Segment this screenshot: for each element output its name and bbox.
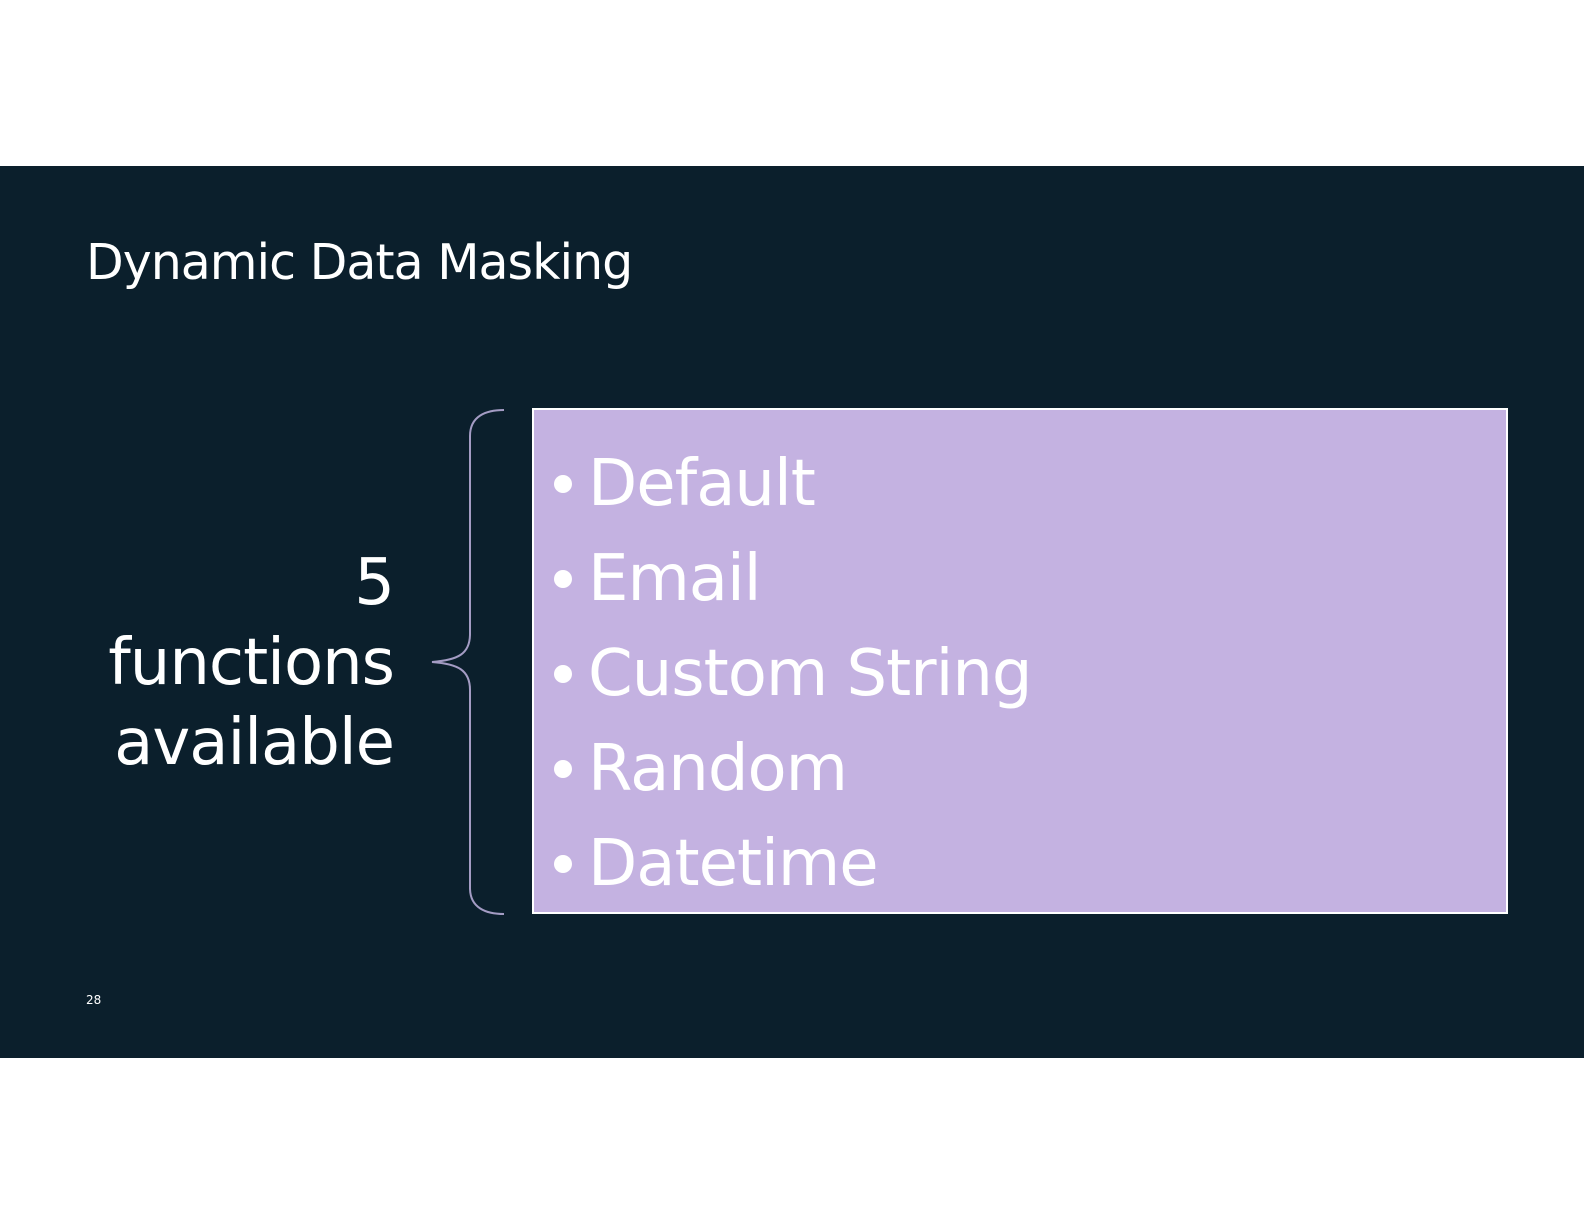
list-item: Default (554, 436, 1032, 531)
caption-line-available: available (114, 706, 395, 780)
bullet-icon (554, 474, 572, 493)
caption-line-functions: functions (108, 626, 395, 700)
masking-functions-box: Default Email Custom String Random Datet… (532, 408, 1508, 914)
function-label: Custom String (588, 636, 1033, 711)
function-label: Email (588, 541, 762, 616)
list-item: Datetime (554, 816, 1032, 911)
slide: Dynamic Data Masking 5 functions availab… (0, 166, 1584, 1058)
functions-count-caption: 5 functions available (54, 543, 395, 783)
caption-line-count: 5 (354, 546, 395, 620)
function-label: Random (588, 731, 848, 806)
list-item: Custom String (554, 626, 1033, 721)
list-item: Email (554, 531, 1032, 626)
bullet-icon (554, 759, 572, 778)
list-item: Random (554, 721, 1032, 816)
bullet-icon (554, 569, 572, 588)
masking-functions-list: Default Email Custom String Random Datet… (554, 436, 1033, 911)
bullet-icon (554, 664, 572, 683)
function-label: Datetime (588, 826, 879, 901)
bullet-icon (554, 854, 572, 873)
slide-title: Dynamic Data Masking (86, 234, 633, 291)
curly-brace-icon (431, 409, 505, 915)
page-number: 28 (86, 993, 102, 1007)
function-label: Default (588, 446, 816, 521)
